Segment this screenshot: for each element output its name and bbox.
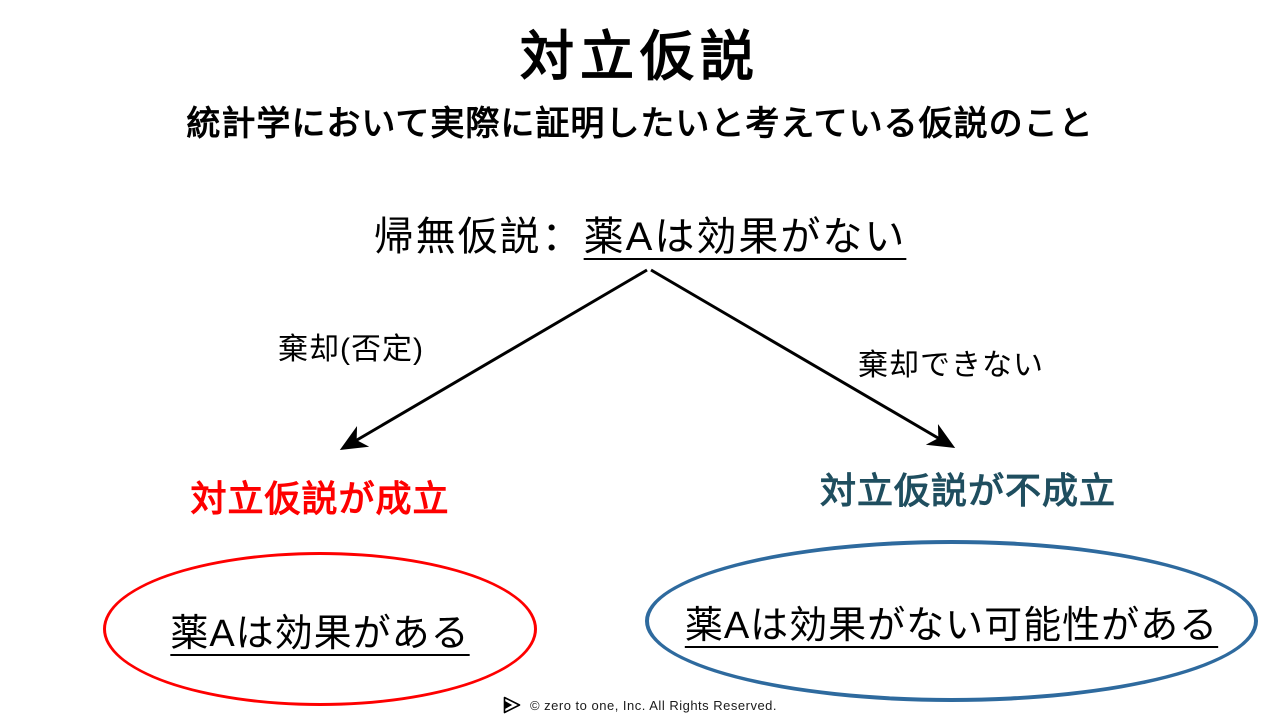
play-triangle-icon bbox=[503, 696, 521, 714]
footer: © zero to one, Inc. All Rights Reserved. bbox=[0, 696, 1280, 714]
ellipse-right-blue: 薬Aは効果がない可能性がある bbox=[645, 540, 1258, 702]
subtitle: 統計学において実際に証明したいと考えている仮説のこと bbox=[186, 105, 1094, 143]
copyright-text: © zero to one, Inc. All Rights Reserved. bbox=[529, 697, 778, 713]
page-title: 対立仮説 bbox=[520, 27, 760, 87]
result-label-accepted: 対立仮説が成立 bbox=[190, 478, 450, 519]
arrow-label-cannot-reject: 棄却できない bbox=[858, 349, 1044, 382]
conclusion-left: 薬Aは効果がある bbox=[170, 612, 470, 655]
null-hypothesis-prefix: 帰無仮説： bbox=[373, 215, 584, 259]
null-hypothesis-underlined: 薬Aは効果がない bbox=[583, 215, 907, 259]
conclusion-right: 薬Aは効果がない可能性がある bbox=[684, 604, 1219, 647]
arrow-label-reject: 棄却(否定) bbox=[278, 333, 424, 366]
ellipse-left-red: 薬Aは効果がある bbox=[103, 552, 537, 706]
result-label-not-accepted: 対立仮説が不成立 bbox=[819, 470, 1116, 511]
null-hypothesis-statement: 帰無仮説：薬Aは効果がない bbox=[0, 204, 1280, 262]
